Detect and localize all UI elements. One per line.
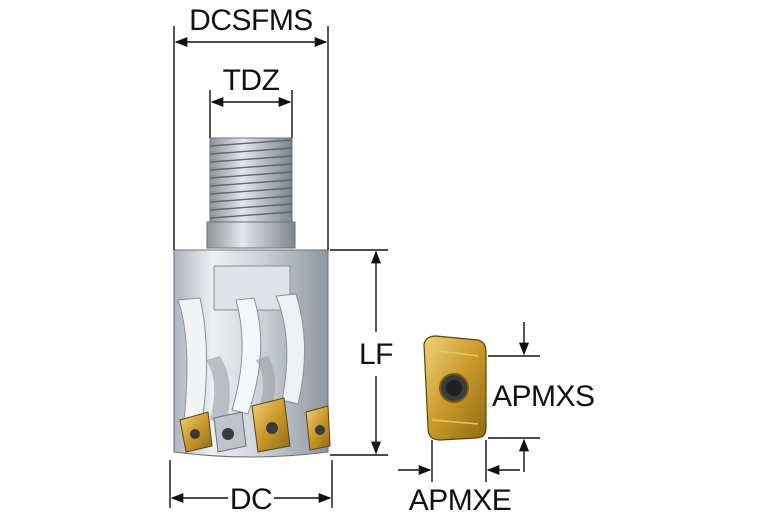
label-dc: DC: [230, 483, 272, 516]
cutter-body: [173, 249, 329, 458]
cutter-inserts: [179, 397, 331, 453]
label-dcsfms: DCSFMS: [189, 4, 313, 37]
insert-detail: [423, 335, 487, 441]
dimension-lines: [169, 26, 540, 508]
milling-cutter: [173, 137, 331, 458]
screw-icon: [315, 425, 325, 435]
screw-icon: [222, 428, 234, 440]
label-lf: LF: [359, 338, 393, 371]
label-apmxe: APMXE: [409, 484, 512, 517]
screw-icon: [190, 429, 200, 439]
threaded-shank: [206, 137, 296, 249]
label-tdz: TDZ: [223, 64, 280, 97]
screw-icon: [266, 422, 278, 434]
label-apmxs: APMXS: [492, 380, 595, 413]
